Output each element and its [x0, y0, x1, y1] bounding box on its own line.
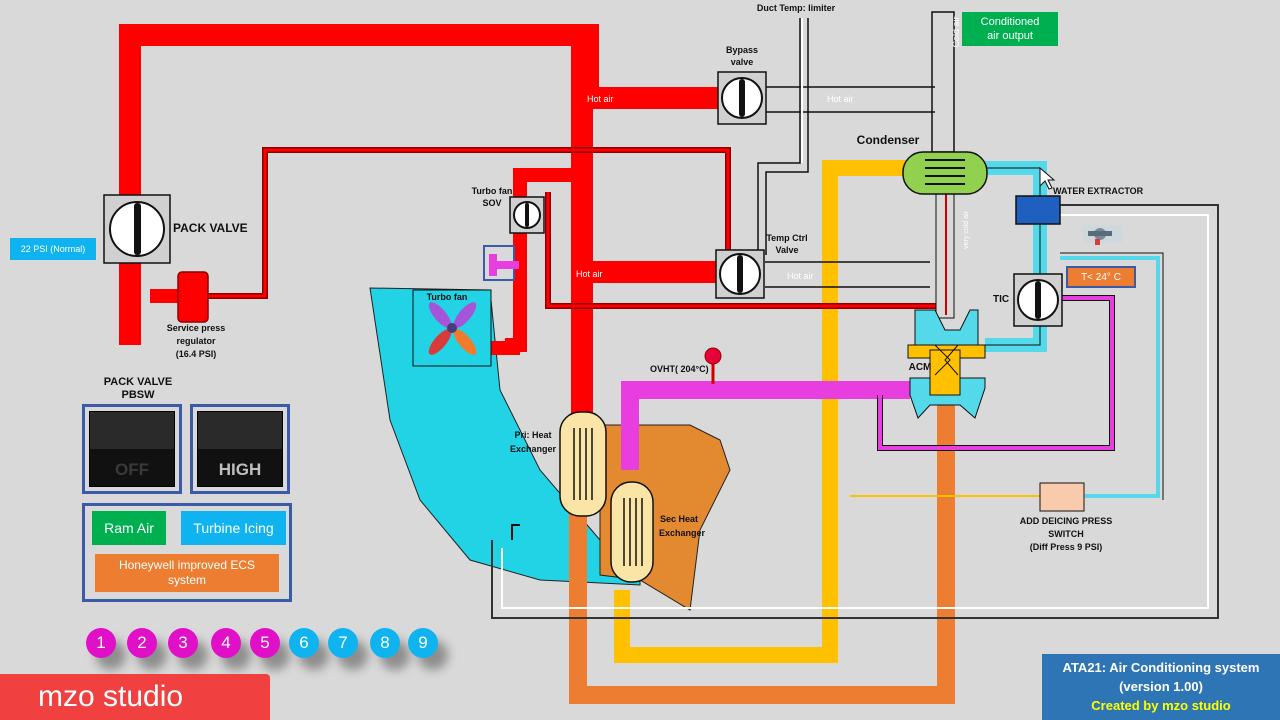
step-button-9[interactable]: 9 — [408, 628, 438, 658]
temp-ctrl-valve[interactable] — [715, 249, 765, 299]
bypass-valve-label-1: Bypass — [726, 45, 758, 55]
pbsw-title-2: PBSW — [121, 389, 155, 401]
pack-valve-high-switch[interactable]: HIGH — [190, 404, 290, 494]
options-panel — [82, 503, 292, 602]
off-switch-label: OFF — [115, 460, 149, 479]
high-switch-label: HIGH — [218, 460, 262, 479]
honeywell-ecs-button[interactable]: Honeywell improved ECS system — [95, 554, 279, 592]
sec-hx-label-1: Sec Heat — [660, 514, 698, 524]
condenser — [902, 151, 988, 195]
honeywell-text-1: Honeywell improved ECS — [118, 558, 256, 572]
step-button-1[interactable]: 1 — [86, 628, 116, 658]
ovht-loop-pipe — [621, 381, 910, 470]
deicing-label-3: (Diff Press 9 PSI) — [1030, 542, 1103, 552]
very-cold-air-label: very cold air — [963, 210, 970, 248]
mouse-cursor-icon — [1039, 166, 1056, 190]
tic-temp-badge: T< 24° C — [1066, 266, 1136, 288]
turbo-fan-actuator — [483, 245, 519, 281]
tic-label: TIC — [993, 294, 1009, 305]
service-press-regulator — [177, 271, 209, 323]
hot-air-label-4: Hot air — [787, 271, 814, 281]
step-button-2[interactable]: 2 — [127, 628, 157, 658]
conditioned-air-text-1: Conditioned — [980, 16, 1040, 28]
pbsw-title-1: PACK VALVE — [103, 376, 173, 388]
high-switch-face[interactable]: HIGH — [197, 411, 283, 487]
turbine-icing-button[interactable]: Turbine Icing — [181, 511, 286, 545]
info-panel: ATA21: Air Conditioning system (version … — [1042, 654, 1280, 720]
conditioned-air-text-2: air output — [987, 30, 1033, 42]
deicing-label-2: SWITCH — [1048, 529, 1084, 539]
pack-valve-label: PACK VALVE — [173, 221, 248, 235]
off-switch-face[interactable]: OFF — [89, 411, 175, 487]
grey-line-2 — [501, 214, 1209, 609]
ovht-label: OVHT( 204°C) — [650, 364, 709, 374]
pri-hx-label-2: Exchanger — [510, 444, 557, 454]
turbo-fan-sov-label-2: SOV — [482, 198, 501, 208]
turbo-fan-sov[interactable] — [509, 196, 545, 234]
secondary-heat-exchanger — [610, 481, 654, 583]
honeywell-text-2: system — [167, 573, 206, 587]
tic-valve[interactable] — [1013, 273, 1063, 327]
conditioned-air-badge: Conditioned air output — [962, 12, 1058, 46]
pbsw-title: PACK VALVE PBSW — [90, 374, 186, 404]
step-button-6[interactable]: 6 — [289, 628, 319, 658]
bypass-valve[interactable] — [717, 71, 767, 125]
high-switch-upper — [198, 412, 282, 449]
hot-air-label-1: Hot air — [587, 94, 614, 104]
step-button-7[interactable]: 7 — [328, 628, 358, 658]
exhaust-pipe — [569, 380, 955, 704]
ovht-sensor-icon — [704, 347, 722, 365]
service-press-label-3: (16.4 PSI) — [176, 349, 217, 359]
acm-label: ACM — [909, 362, 932, 373]
grey-line-3 — [511, 524, 520, 540]
pack-valve[interactable] — [103, 194, 171, 264]
temp-ctrl-label-1: Temp Ctrl — [766, 233, 807, 243]
info-title: ATA21: Air Conditioning system — [1062, 660, 1260, 675]
deicing-label-1: ADD DEICING PRESS — [1020, 516, 1113, 526]
brand-banner: mzo studio — [0, 674, 270, 720]
step-button-5[interactable]: 5 — [250, 628, 280, 658]
step-button-3[interactable]: 3 — [168, 628, 198, 658]
grey-line-1 — [491, 204, 1219, 619]
pri-hx-label-1: Pri: Heat — [514, 430, 551, 440]
turbo-fan-sov-label-1: Turbo fan — [472, 186, 513, 196]
step-button-4[interactable]: 4 — [211, 628, 241, 658]
sec-hx-label-2: Exchanger — [659, 528, 706, 538]
duct-temp-label: Duct Temp: limiter — [757, 3, 836, 13]
acm — [907, 309, 986, 419]
off-switch-upper — [90, 412, 174, 449]
temp-ctrl-label-2: Valve — [775, 245, 798, 255]
water-extractor-label: WATER EXTRACTOR — [1053, 186, 1144, 196]
bypass-valve-label-2: valve — [731, 57, 754, 67]
water-extractor — [1015, 195, 1061, 225]
deicing-line — [1060, 256, 1160, 498]
condenser-label: Condenser — [857, 133, 920, 147]
turbo-fan-label: Turbo fan — [427, 292, 468, 302]
info-version: (version 1.00) — [1119, 679, 1203, 694]
water-extractor-image-icon — [1082, 225, 1122, 245]
ram-air-button[interactable]: Ram Air — [92, 511, 166, 545]
step-button-8[interactable]: 8 — [370, 628, 400, 658]
service-press-label-2: regulator — [176, 336, 216, 346]
hot-air-label-2: Hot air — [827, 94, 854, 104]
service-press-label-1: Service press — [167, 323, 226, 333]
info-credit: Created by mzo studio — [1091, 698, 1231, 713]
primary-heat-exchanger — [559, 411, 607, 517]
pack-valve-off-switch[interactable]: OFF — [82, 404, 182, 494]
cold-air-label: Cold air — [951, 16, 961, 47]
hot-air-label-3: Hot air — [576, 269, 603, 279]
turbo-fan-unit — [412, 289, 492, 367]
deicing-press-switch — [1039, 482, 1085, 512]
psi-badge: 22 PSI (Normal) — [10, 238, 96, 260]
